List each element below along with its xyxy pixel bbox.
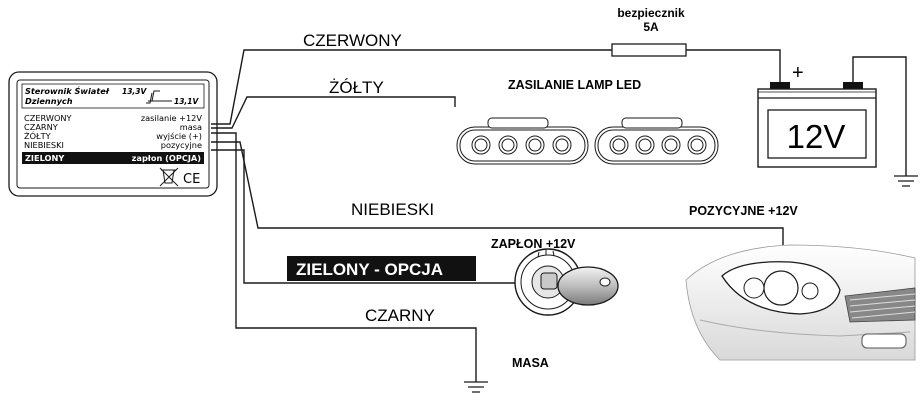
highlight-row-wire: ZIELONY [25,153,65,163]
highlight-row-bg [22,152,204,164]
ce-mark: CE [183,172,200,187]
controller-row-wire: CZERWONY [24,113,73,123]
wire-label-black: CZARNY [365,306,435,325]
controller-row-function: masa [180,122,202,132]
controller-row-function: pozycyjne [161,140,202,150]
voltage-high: 13,3V [122,87,148,96]
wire-label-yellow: ŻÓŁTY [329,78,384,97]
wire-green [211,149,532,284]
wire-black [211,132,477,382]
controller-row-wire: NIEBIESKI [24,140,64,150]
controller-title-line1: Sterownik Świateł [25,85,110,96]
wire-yellow [211,96,456,129]
battery-voltage: 12V [787,118,846,155]
hysteresis-icon [146,90,172,104]
battery: 12V + [757,62,877,168]
voltage-low: 13,1V [174,97,200,106]
ground-symbol-icon [464,381,488,393]
wire-blue [211,141,784,262]
led-lamp [456,117,589,165]
wire-label-green: ZIELONY - OPCJA [296,260,443,279]
wire-red-to-battery [686,49,781,82]
wire-label-red: CZERWONY [303,31,402,50]
controller-row-wire: CZARNY [24,122,59,132]
headlight-label: POZYCYJNE +12V [689,204,798,218]
green-wire-label-bg [287,256,476,281]
wire-label-blue: NIEBIESKI [351,200,434,219]
fuse-rating: 5A [643,20,659,34]
wires [211,49,907,382]
wire-red [211,49,612,125]
crossed-bin-icon [159,167,179,187]
ignition-key-icon [514,248,619,316]
controller-row-function: zasilanie +12V [141,113,203,123]
car-headlight-image [685,244,916,361]
fuse-label: bezpiecznik [617,6,685,20]
controller-row-wire: ŻÓŁTY [24,130,52,141]
wire-battery-ground [852,56,907,176]
ground-label: MASA [512,356,549,370]
controller-title-line2: Dziennych [25,96,73,106]
led-lamp [594,117,719,165]
led-label: ZASILANIE LAMP LED [508,78,641,92]
ground-symbol-icon [894,175,918,187]
controller-row-function: wyjście (+) [156,131,202,141]
ignition-label: ZAPŁON +12V [491,237,576,251]
controller-module: Sterownik Świateł Dziennych 13,3V 13,1V … [8,71,218,197]
highlight-row-function: zapłon (OPCJA) [132,153,202,163]
battery-plus: + [792,62,804,84]
fuse: bezpiecznik 5A [611,6,687,57]
